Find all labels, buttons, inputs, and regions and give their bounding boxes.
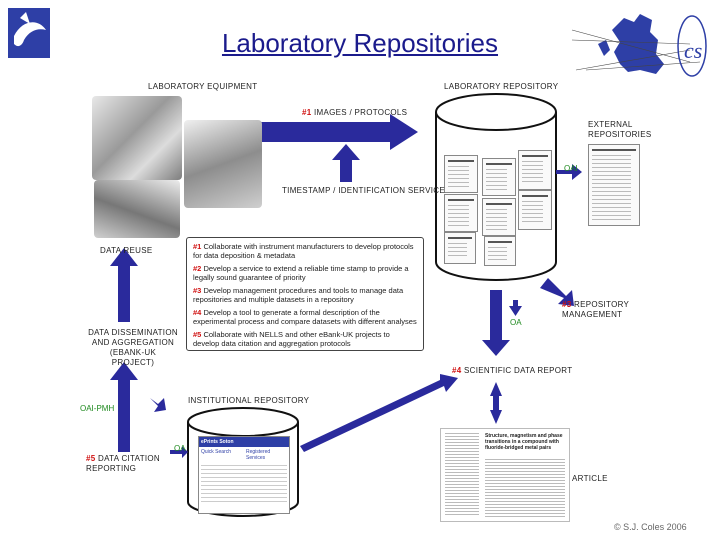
equipment-photo-1 bbox=[92, 96, 182, 180]
dataset-thumbnail bbox=[518, 150, 552, 190]
inst-screen-col2: Registered Services bbox=[246, 449, 287, 461]
article-label: ARTICLE bbox=[572, 474, 608, 484]
timestamp-service-label: TIMESTAMP / IDENTIFICATION SERVICE bbox=[282, 186, 445, 196]
dataset-thumbnail bbox=[518, 190, 552, 230]
note-text: Collaborate with instrument manufacturer… bbox=[193, 242, 414, 260]
images-protocols-text: IMAGES / PROTOCOLS bbox=[314, 108, 407, 117]
oa-label: OA bbox=[510, 318, 522, 327]
repository-management-label: #3 REPOSITORY MANAGEMENT bbox=[562, 300, 632, 320]
note-text: Develop management procedures and tools … bbox=[193, 286, 403, 304]
article-body bbox=[485, 459, 565, 517]
note-item: #5 Collaborate with NELLS and other eBan… bbox=[193, 330, 417, 348]
data-citation-text: DATA CITATION REPORTING bbox=[86, 454, 160, 473]
data-reuse-label: DATA REUSE bbox=[100, 246, 153, 256]
note-number: #5 bbox=[193, 330, 201, 339]
oai-label: OAI bbox=[564, 164, 578, 173]
note-text: Collaborate with NELLS and other eBank-U… bbox=[193, 330, 390, 348]
note-number: #2 bbox=[193, 264, 201, 273]
scientific-data-report-text: SCIENTIFIC DATA REPORT bbox=[464, 366, 572, 375]
external-repository-screenshot bbox=[588, 144, 640, 226]
lab-repository-label: LABORATORY REPOSITORY bbox=[444, 82, 558, 92]
article-column bbox=[445, 433, 479, 517]
external-repositories-label: EXTERNAL REPOSITORIES bbox=[588, 120, 648, 140]
note-number: #1 bbox=[302, 108, 312, 117]
equipment-photo-2 bbox=[184, 120, 262, 208]
data-citation-label: #5 DATA CITATION REPORTING bbox=[86, 454, 168, 474]
dataset-thumbnail bbox=[482, 198, 516, 236]
article-heading: Structure, magnetism and phase transitio… bbox=[485, 433, 565, 451]
notes-box: #1 Collaborate with instrument manufactu… bbox=[186, 237, 424, 351]
institutional-repository-label: INSTITUTIONAL REPOSITORY bbox=[188, 396, 309, 406]
note-number: #1 bbox=[193, 242, 201, 251]
note-text: Develop a service to extend a reliable t… bbox=[193, 264, 409, 282]
note-number: #4 bbox=[193, 308, 201, 317]
note-item: #4 Develop a tool to generate a formal d… bbox=[193, 308, 417, 326]
lab-equipment-label: LABORATORY EQUIPMENT bbox=[148, 82, 257, 92]
dataset-thumbnail bbox=[444, 232, 476, 264]
page-title: Laboratory Repositories bbox=[0, 28, 720, 59]
oai-pmh-label: OAI-PMH bbox=[80, 404, 114, 413]
oa-label-2: OA bbox=[174, 444, 186, 453]
note-item: #3 Develop management procedures and too… bbox=[193, 286, 417, 304]
inst-screen-col1: Quick Search bbox=[201, 449, 242, 461]
inst-screen-header: ePrints Soton bbox=[199, 437, 289, 447]
images-protocols-label: #1 IMAGES / PROTOCOLS bbox=[302, 108, 407, 118]
note-text: Develop a tool to generate a formal desc… bbox=[193, 308, 417, 326]
copyright-text: © S.J. Coles 2006 bbox=[614, 522, 687, 532]
note-number: #4 bbox=[452, 366, 462, 375]
scientific-data-report-label: #4 SCIENTIFIC DATA REPORT bbox=[452, 366, 572, 376]
data-dissemination-label: DATA DISSEMINATION AND AGGREGATION (EBAN… bbox=[88, 328, 178, 368]
note-item: #2 Develop a service to extend a reliabl… bbox=[193, 264, 417, 282]
dataset-thumbnail bbox=[444, 194, 478, 232]
repository-management-text: REPOSITORY MANAGEMENT bbox=[562, 300, 629, 319]
inst-screen-body bbox=[201, 465, 287, 505]
equipment-photo-3 bbox=[94, 180, 180, 238]
dataset-thumbnail bbox=[484, 236, 516, 266]
inst-repository-screenshot: ePrints Soton Quick Search Registered Se… bbox=[198, 436, 290, 514]
note-number: #5 bbox=[86, 454, 96, 463]
dataset-thumbnail bbox=[444, 155, 478, 193]
dataset-thumbnail bbox=[482, 158, 516, 196]
note-number: #3 bbox=[562, 300, 572, 309]
note-item: #1 Collaborate with instrument manufactu… bbox=[193, 242, 417, 260]
article-page: Structure, magnetism and phase transitio… bbox=[440, 428, 570, 522]
note-number: #3 bbox=[193, 286, 201, 295]
